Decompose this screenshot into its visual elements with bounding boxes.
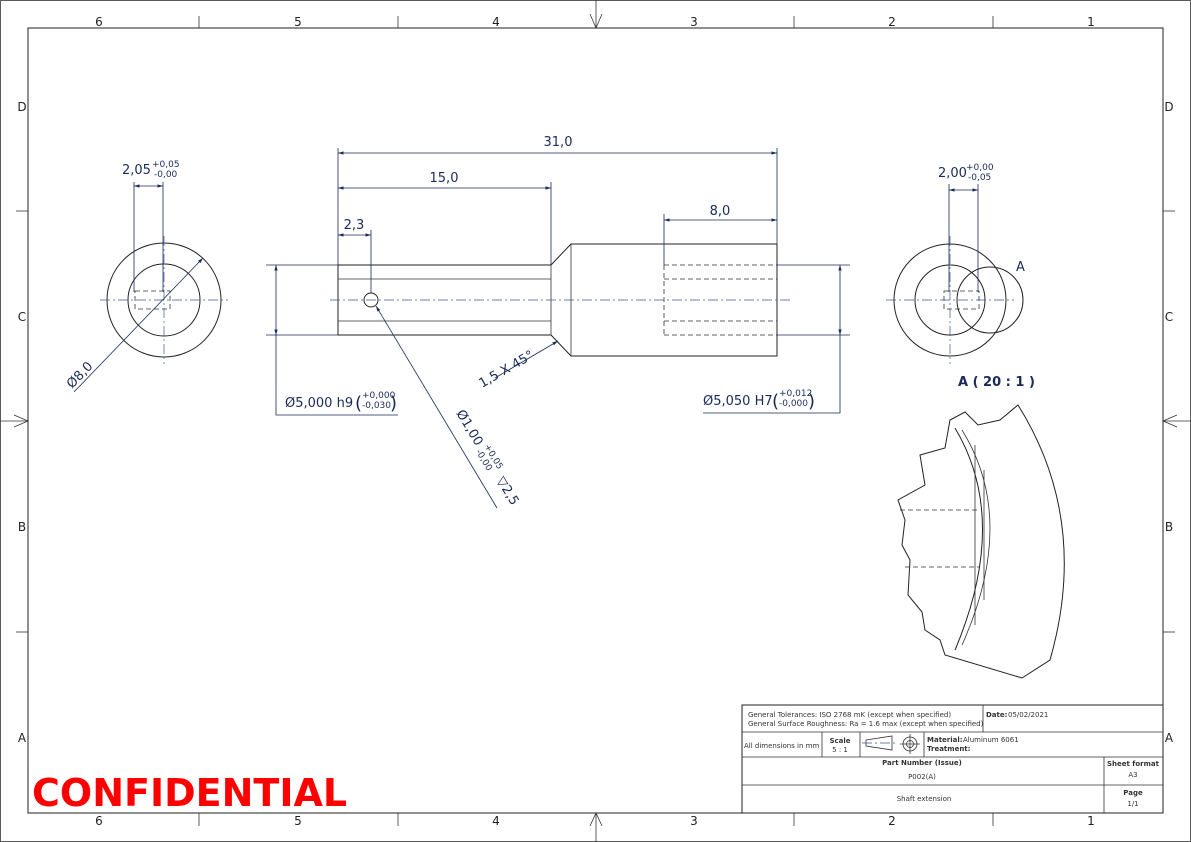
- material-value: Aluminum 6061: [963, 736, 1019, 744]
- shaft-diameter-dimension: Ø5,000 h9: [285, 396, 353, 411]
- zone-col-6: 6: [95, 15, 103, 29]
- zone-col-2: 2: [888, 814, 896, 828]
- title-block: General Tolerances: ISO 2768 mK (except …: [741, 704, 1164, 814]
- treatment-label: Treatment:: [927, 745, 971, 753]
- page-value: 1/1: [1127, 800, 1138, 808]
- confidential-watermark: CONFIDENTIAL: [32, 771, 347, 815]
- hole-depth: ▽2,5: [493, 474, 522, 508]
- left-diameter-dimension: Ø8,0: [64, 359, 96, 392]
- right-end-view: A 2,00 +0,00 -0,05: [886, 163, 1025, 364]
- page-label: Page: [1123, 789, 1143, 797]
- zone-col-3: 3: [690, 814, 698, 828]
- bore-diameter-dimension: Ø5,050 H7: [703, 394, 773, 409]
- shaft-length-dimension: 15,0: [430, 171, 459, 186]
- zone-row-b: B: [18, 520, 26, 534]
- zone-labels-bottom: 6 5 4 3 2 1: [95, 814, 1095, 828]
- date-label: Date:: [986, 711, 1008, 719]
- zone-labels-top: 6 5 4 3 2 1: [95, 15, 1095, 29]
- shaft-tol-paren-close: ): [390, 393, 397, 414]
- scale-value: 5 : 1: [832, 746, 848, 754]
- shaft-tol-upper: +0,000: [362, 391, 396, 401]
- bore-depth-dimension: 8,0: [710, 204, 731, 219]
- hole-position-dimension: 2,3: [344, 218, 365, 233]
- detail-view-label: A ( 20 : 1 ): [958, 375, 1035, 390]
- bore-tol-lower: -0,000: [779, 399, 808, 409]
- shaft-tol-paren-open: (: [355, 393, 362, 414]
- left-slot-dimension: 2,05: [122, 163, 151, 178]
- left-end-view: 2,05 +0,05 -0,00 Ø8,0: [64, 160, 228, 393]
- zone-row-d: D: [17, 100, 26, 114]
- zone-col-4: 4: [492, 15, 500, 29]
- zone-col-4: 4: [492, 814, 500, 828]
- part-number-label: Part Number (Issue): [882, 759, 962, 767]
- left-slot-tol-upper: +0,05: [152, 160, 180, 170]
- chamfer-dimension: 1,5 X 45°: [477, 348, 537, 391]
- zone-row-b: B: [1165, 520, 1173, 534]
- general-tolerances: General Tolerances: ISO 2768 mK (except …: [748, 711, 951, 719]
- front-view: 31,0 15,0 2,3 8,0 1,5 X 45° Ø1,00 +0,05 …: [266, 135, 850, 508]
- zone-col-5: 5: [294, 15, 302, 29]
- detail-callout-letter: A: [1016, 260, 1025, 275]
- right-slot-tol-lower: -0,05: [968, 173, 991, 183]
- zone-row-c: C: [18, 310, 26, 324]
- bore-tol-upper: +0,012: [779, 389, 812, 399]
- hole-callout: Ø1,00 +0,05 -0,00 ▽2,5: [453, 407, 522, 508]
- date-value: 05/02/2021: [1008, 711, 1048, 719]
- right-slot-dimension: 2,00: [938, 166, 967, 181]
- material-label: Material:: [927, 736, 963, 744]
- sheet-format-label: Sheet format: [1107, 760, 1160, 768]
- left-slot-tol-lower: -0,00: [154, 170, 178, 180]
- bore-tol-paren-open: (: [772, 391, 779, 412]
- scale-label: Scale: [829, 737, 850, 745]
- zone-row-d: D: [1164, 100, 1173, 114]
- zone-labels-left: D C B A: [17, 100, 27, 745]
- surface-roughness: General Surface Roughness: Ra = 1.6 max …: [748, 720, 984, 728]
- zone-col-5: 5: [294, 814, 302, 828]
- projection-symbol-icon: [862, 734, 920, 754]
- units-note: All dimensions in mm: [744, 742, 819, 750]
- zone-row-a: A: [18, 731, 27, 745]
- zone-col-6: 6: [95, 814, 103, 828]
- zone-labels-right: D C B A: [1164, 100, 1174, 745]
- zone-col-2: 2: [888, 15, 896, 29]
- zone-row-c: C: [1165, 310, 1173, 324]
- part-description: Shaft extension: [897, 795, 952, 803]
- zone-col-1: 1: [1087, 814, 1095, 828]
- right-slot-tol-upper: +0,00: [966, 163, 994, 173]
- bore-tol-paren-close: ): [808, 391, 815, 412]
- shaft-tol-lower: -0,030: [362, 401, 391, 411]
- overall-length-dimension: 31,0: [544, 135, 573, 150]
- zone-row-a: A: [1165, 731, 1174, 745]
- part-number-value: P002(A): [908, 773, 936, 781]
- zone-col-1: 1: [1087, 15, 1095, 29]
- detail-view-a: A ( 20 : 1 ): [897, 375, 1065, 679]
- sheet-format-value: A3: [1128, 771, 1137, 779]
- zone-col-3: 3: [690, 15, 698, 29]
